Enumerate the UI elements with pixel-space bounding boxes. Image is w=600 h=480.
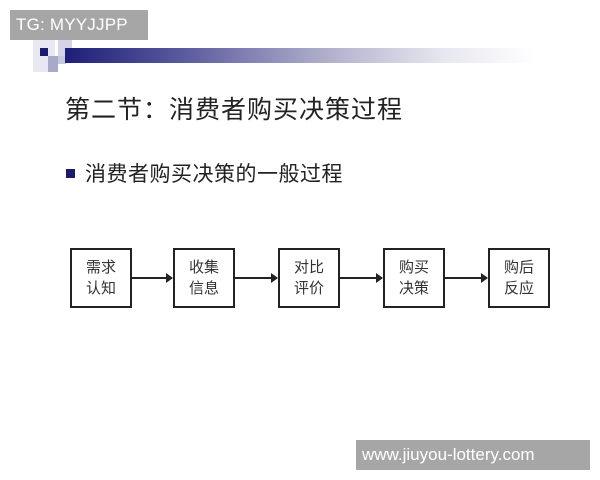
page-title: 第二节：消费者购买决策过程 xyxy=(65,95,404,124)
arrow-right-icon xyxy=(235,273,278,283)
decorative-block-icon xyxy=(58,56,66,64)
decorative-block-icon xyxy=(40,48,48,56)
step-post-purchase: 购后 反应 xyxy=(488,248,550,308)
step-need-recognition: 需求 认知 xyxy=(70,248,132,308)
step-label: 评价 xyxy=(293,279,324,297)
step-purchase-decision: 购买 决策 xyxy=(383,248,445,308)
step-label: 反应 xyxy=(503,279,534,297)
step-label: 收集 xyxy=(188,258,219,276)
step-label: 对比 xyxy=(293,258,324,276)
arrow-right-icon xyxy=(132,273,173,283)
square-bullet-icon xyxy=(66,168,75,178)
step-label: 信息 xyxy=(188,279,219,297)
step-evaluation: 对比 评价 xyxy=(278,248,340,308)
title-gradient-bar xyxy=(65,48,535,63)
decorative-block-icon xyxy=(48,56,58,72)
step-information-search: 收集 信息 xyxy=(173,248,235,308)
step-label: 购后 xyxy=(503,258,534,276)
arrow-right-icon xyxy=(445,273,488,283)
step-label: 认知 xyxy=(85,279,116,297)
bullet-item: 消费者购买决策的一般过程 xyxy=(66,158,343,188)
tg-label: TG: MYYJJPP xyxy=(10,10,148,40)
arrow-right-icon xyxy=(340,273,383,283)
bullet-text: 消费者购买决策的一般过程 xyxy=(85,162,343,186)
step-label: 购买 xyxy=(398,258,429,276)
watermark: www.jiuyou-lottery.com xyxy=(356,440,590,470)
step-label: 需求 xyxy=(85,258,116,276)
step-label: 决策 xyxy=(398,279,429,297)
